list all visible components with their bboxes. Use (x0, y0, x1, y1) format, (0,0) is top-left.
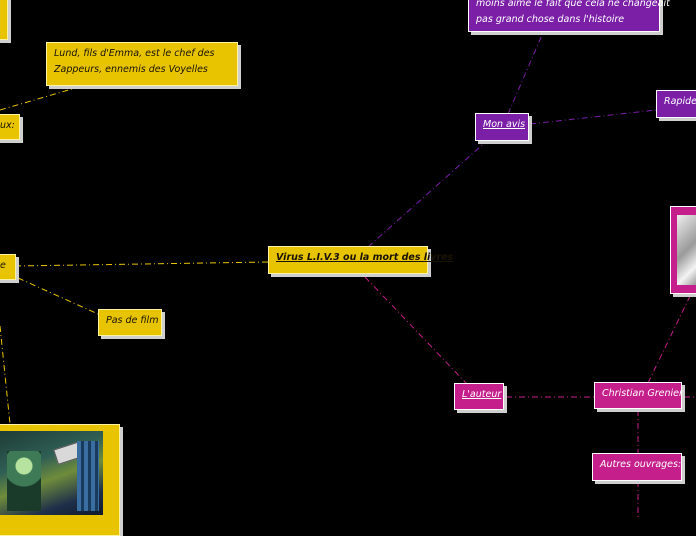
node-auteur[interactable]: L'auteur (454, 383, 504, 410)
node-autres-ouvrages[interactable]: Autres ouvrages: (592, 453, 682, 481)
link-left-top-lund (0, 89, 72, 110)
node-rapide[interactable]: Rapide d (656, 90, 696, 118)
link-central-auteur (365, 277, 466, 383)
rapide-text: Rapide d (664, 96, 696, 107)
link-christian-photo (648, 296, 690, 383)
node-left-partial-top-label[interactable]: ux: (0, 114, 20, 140)
node-author-photo[interactable] (670, 206, 696, 294)
lund-line-1: Lund, fils d'Emma, est le chef des (54, 46, 230, 62)
node-avis-detail[interactable]: moins aimé le fait que cela ne changeait… (468, 0, 660, 32)
pas-de-film-text: Pas de film (106, 315, 158, 326)
node-mon-avis[interactable]: Mon avis (475, 113, 529, 141)
link-monavis-rapide (530, 110, 656, 124)
book-cover-image (0, 431, 103, 515)
book-cover-figure (7, 451, 41, 511)
christian-text: Christian Grenier (602, 388, 683, 399)
node-left-partial-mid-text: e (0, 260, 6, 271)
link-central-monavis (368, 138, 490, 247)
link-left-bookcover (0, 326, 10, 424)
mon-avis-text: Mon avis (483, 119, 525, 130)
link-central-left (16, 262, 268, 266)
node-pas-de-film[interactable]: Pas de film (98, 309, 162, 336)
autres-text: Autres ouvrages: (600, 459, 681, 470)
book-cover-shelf (77, 441, 99, 511)
avis-line-1: moins aimé le fait que cela ne changeait (476, 0, 652, 12)
link-left-pasdefilm (18, 278, 98, 314)
node-christian-grenier[interactable]: Christian Grenier (594, 382, 682, 409)
author-photo-image (677, 215, 696, 285)
lund-line-2: Zappeurs, ennemis des Voyelles (54, 62, 230, 78)
node-central[interactable]: Virus L.I.V.3 ou la mort des livres (268, 246, 428, 274)
node-left-partial-top[interactable] (0, 0, 8, 40)
node-lund[interactable]: Lund, fils d'Emma, est le chef des Zappe… (46, 42, 238, 86)
link-monavis-avis (508, 28, 545, 114)
node-book-cover[interactable] (0, 424, 120, 536)
avis-line-2: pas grand chose dans l'histoire (476, 12, 652, 28)
node-left-partial-mid[interactable]: e (0, 254, 16, 280)
auteur-text: L'auteur (462, 389, 501, 400)
central-text: Virus L.I.V.3 ou la mort des livres (276, 252, 453, 263)
node-left-partial-top-text: ux: (0, 120, 15, 131)
